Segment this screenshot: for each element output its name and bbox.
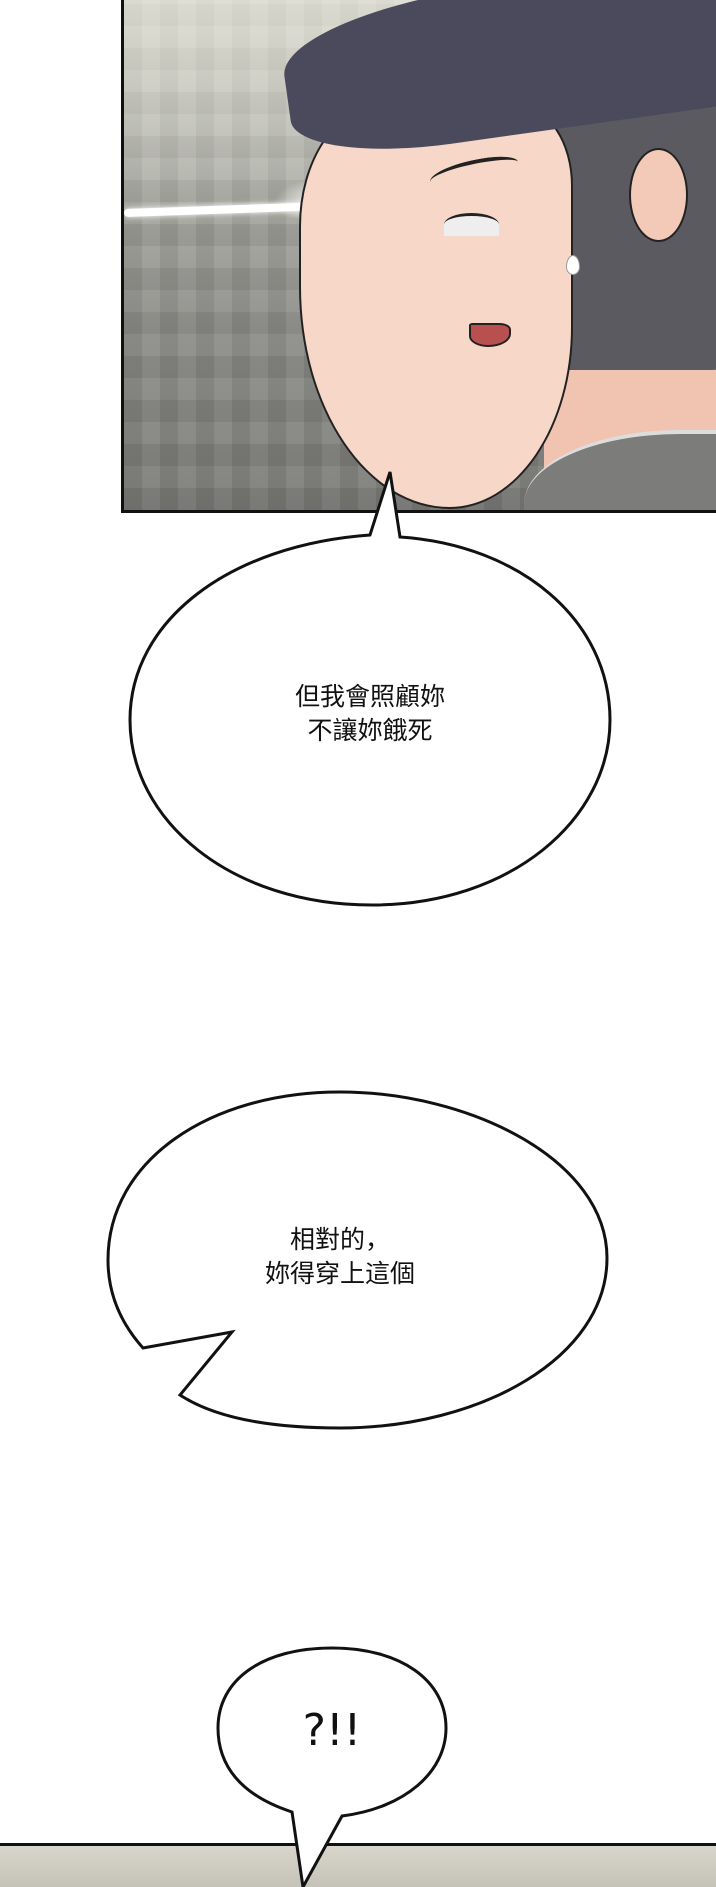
- character-mouth: [469, 323, 511, 347]
- bubble-3-line-1: ?!!: [302, 1705, 362, 1756]
- speech-bubble-2-shape: [106, 1090, 609, 1430]
- speech-bubble-1-shape: [128, 471, 612, 907]
- sweat-drop-icon: [566, 255, 580, 275]
- speech-bubble-2: 相對的， 妳得穿上這個: [215, 1223, 465, 1291]
- bubble-1-line-2: 不讓妳餓死: [307, 716, 433, 745]
- speech-bubble-3: ?!!: [272, 1706, 392, 1756]
- comic-panel-top: [121, 0, 716, 513]
- speech-bubble-3-shape: [216, 1646, 448, 1887]
- character-eye: [444, 213, 499, 236]
- bubble-2-line-1: 相對的，: [289, 1225, 390, 1254]
- comic-panel-bottom: [0, 1843, 716, 1887]
- speech-bubble-1: 但我會照顧妳 不讓妳餓死: [230, 680, 510, 748]
- character-ear: [629, 148, 688, 242]
- bubble-1-line-1: 但我會照顧妳: [294, 682, 445, 711]
- bubble-2-line-2: 妳得穿上這個: [264, 1259, 415, 1288]
